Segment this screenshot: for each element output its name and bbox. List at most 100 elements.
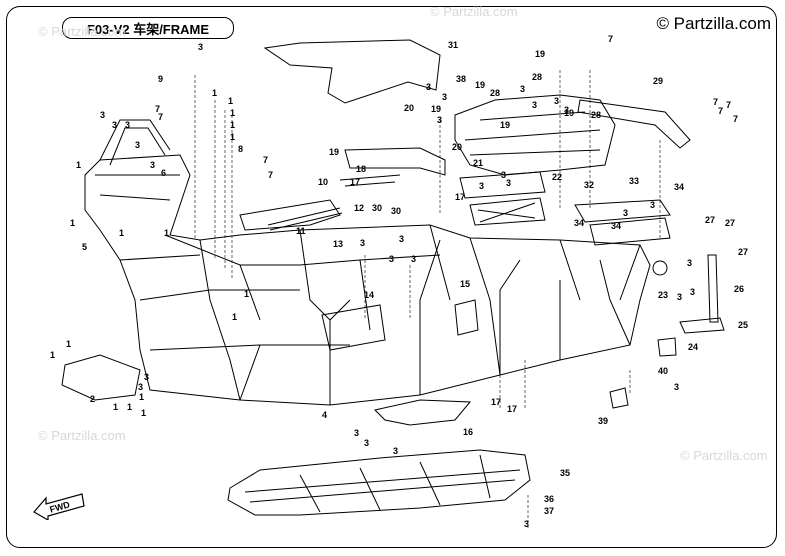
callout-label: 7 bbox=[608, 34, 613, 44]
callout-label: 2 bbox=[90, 394, 95, 404]
callout-label: 7 bbox=[713, 97, 718, 107]
callout-label: 3 bbox=[506, 178, 511, 188]
callout-label: 39 bbox=[598, 416, 608, 426]
watermark: © Partzilla.com bbox=[680, 448, 768, 463]
callout-label: 30 bbox=[372, 203, 382, 213]
part-30-rods bbox=[339, 174, 401, 187]
callout-label: 3 bbox=[532, 100, 537, 110]
callout-label: 31 bbox=[448, 40, 458, 50]
callout-label: 3 bbox=[554, 96, 559, 106]
part-31-cover bbox=[263, 39, 441, 104]
part-35-skid-plate bbox=[227, 449, 531, 516]
part-39-bracket bbox=[609, 387, 629, 409]
callout-label: 3 bbox=[364, 438, 369, 448]
callout-label: 3 bbox=[138, 382, 143, 392]
callout-label: 3 bbox=[393, 446, 398, 456]
callout-label: 24 bbox=[688, 342, 698, 352]
callout-label: 15 bbox=[460, 279, 470, 289]
callout-label: 28 bbox=[490, 88, 500, 98]
callout-label: 32 bbox=[584, 180, 594, 190]
callout-label: 29 bbox=[653, 76, 663, 86]
part-32-33-rails bbox=[574, 199, 671, 246]
callout-label: 1 bbox=[232, 312, 237, 322]
part-22-plate bbox=[469, 197, 546, 226]
callout-label: 19 bbox=[329, 147, 339, 157]
part-2-front-plate bbox=[61, 354, 141, 401]
callout-label: 14 bbox=[364, 290, 374, 300]
callout-label: 17 bbox=[507, 404, 517, 414]
callout-label: 3 bbox=[354, 428, 359, 438]
callout-label: 3 bbox=[520, 84, 525, 94]
callout-label: 1 bbox=[119, 228, 124, 238]
callout-label: 3 bbox=[198, 42, 203, 52]
callout-label: 3 bbox=[623, 208, 628, 218]
callout-label: 1 bbox=[127, 402, 132, 412]
part-26-post bbox=[707, 254, 719, 323]
callout-label: 28 bbox=[591, 110, 601, 120]
callout-label: 37 bbox=[544, 506, 554, 516]
callout-label: 4 bbox=[322, 410, 327, 420]
callout-label: 11 bbox=[296, 226, 306, 236]
frame-drawing bbox=[61, 39, 725, 516]
callout-label: 3 bbox=[650, 200, 655, 210]
callout-label: 35 bbox=[560, 468, 570, 478]
callout-label: 6 bbox=[161, 168, 166, 178]
callout-label: 3 bbox=[677, 292, 682, 302]
watermark: © Partzilla.com bbox=[430, 4, 518, 19]
part-11-tube bbox=[267, 207, 343, 231]
callout-label: 13 bbox=[333, 239, 343, 249]
watermark: © Partzilla.com bbox=[38, 24, 126, 39]
callout-label: 1 bbox=[230, 132, 235, 142]
callout-label: 3 bbox=[389, 254, 394, 264]
callout-label: 7 bbox=[158, 112, 163, 122]
callout-label: 1 bbox=[76, 160, 81, 170]
callout-label: 1 bbox=[228, 96, 233, 106]
watermark: © Partzilla.com bbox=[38, 428, 126, 443]
callout-label: 1 bbox=[244, 289, 249, 299]
callout-label: 3 bbox=[150, 160, 155, 170]
callout-label: 3 bbox=[411, 254, 416, 264]
callout-label: 20 bbox=[452, 142, 462, 152]
callout-label: 1 bbox=[230, 120, 235, 130]
callout-label: 22 bbox=[552, 172, 562, 182]
callout-label: 3 bbox=[690, 287, 695, 297]
callout-label: 30 bbox=[391, 206, 401, 216]
callout-label: 21 bbox=[473, 158, 483, 168]
part-23-bushing bbox=[652, 260, 668, 276]
callout-label: 17 bbox=[491, 397, 501, 407]
callout-label: 3 bbox=[442, 92, 447, 102]
callout-label: 1 bbox=[66, 339, 71, 349]
callout-label: 3 bbox=[125, 120, 130, 130]
fwd-arrow-icon: FWD bbox=[33, 493, 85, 520]
callout-label: 7 bbox=[733, 114, 738, 124]
callout-label: 9 bbox=[158, 74, 163, 84]
callout-label: 1 bbox=[230, 108, 235, 118]
part-16-skid bbox=[374, 399, 472, 426]
callout-label: 7 bbox=[155, 104, 160, 114]
callout-label: 25 bbox=[738, 320, 748, 330]
callout-label: 34 bbox=[674, 182, 684, 192]
callout-label: 38 bbox=[456, 74, 466, 84]
callout-label: 33 bbox=[629, 176, 639, 186]
part-14-plate bbox=[321, 304, 386, 351]
callout-label: 3 bbox=[112, 120, 117, 130]
callout-label: 27 bbox=[705, 215, 715, 225]
callout-label: 17 bbox=[455, 192, 465, 202]
callout-label: 1 bbox=[212, 88, 217, 98]
callout-label: 34 bbox=[611, 221, 621, 231]
callout-label: 3 bbox=[144, 372, 149, 382]
callout-label: 18 bbox=[356, 164, 366, 174]
page-title: F03-V2 车架/FRAME bbox=[62, 17, 234, 39]
callout-label: 10 bbox=[318, 177, 328, 187]
callout-label: 1 bbox=[70, 218, 75, 228]
callout-label: 3 bbox=[437, 115, 442, 125]
callout-label: 3 bbox=[524, 519, 529, 529]
callout-label: 26 bbox=[734, 284, 744, 294]
callout-label: 5 bbox=[82, 242, 87, 252]
part-24-mount bbox=[657, 337, 677, 357]
callout-label: 28 bbox=[532, 72, 542, 82]
part-25-plate bbox=[679, 317, 725, 334]
callout-label: 7 bbox=[718, 106, 723, 116]
